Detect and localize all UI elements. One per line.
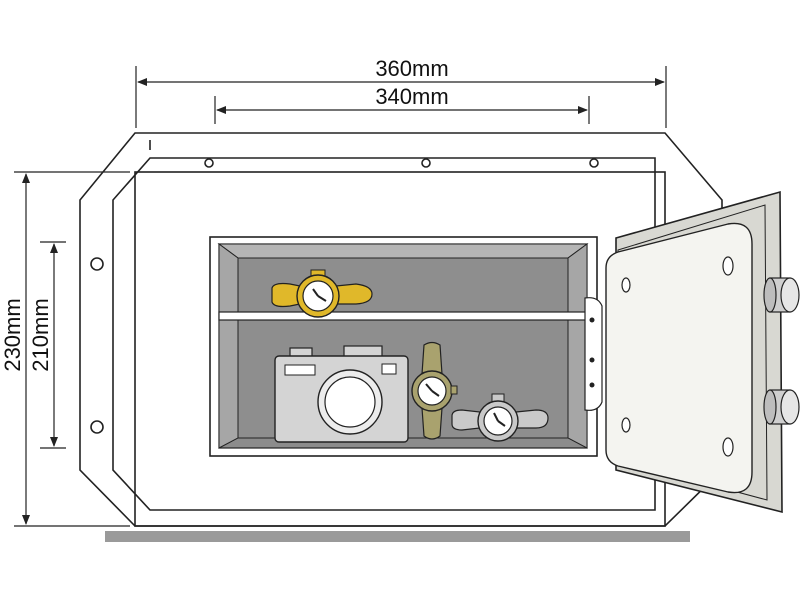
outer-width-label: 360mm: [375, 56, 448, 81]
door-hinge: [584, 297, 603, 411]
bronze-watch-icon: [411, 341, 458, 440]
safe-door: [605, 190, 783, 514]
door-knob-icon: [763, 277, 800, 313]
mount-hole: [204, 158, 214, 168]
dimension-inner-height: 210mm: [28, 241, 66, 449]
mount-hole: [589, 158, 599, 168]
shelf: [218, 311, 588, 321]
inner-width-label: 340mm: [375, 84, 448, 109]
inner-height-label: 210mm: [28, 298, 53, 371]
outer-height-label: 230mm: [0, 298, 25, 371]
dimension-outer-height: 230mm: [0, 171, 130, 527]
mount-hole: [90, 257, 104, 271]
camera-icon: [274, 345, 409, 443]
mount-hole: [421, 158, 431, 168]
floor-bar: [105, 531, 690, 542]
door-knob-icon: [763, 389, 800, 425]
silver-watch-icon: [451, 393, 549, 442]
dimension-inner-width: 340mm: [214, 84, 590, 124]
gold-watch-icon: [271, 269, 373, 318]
dimension-outer-width: 360mm: [135, 56, 667, 128]
mount-hole: [90, 420, 104, 434]
